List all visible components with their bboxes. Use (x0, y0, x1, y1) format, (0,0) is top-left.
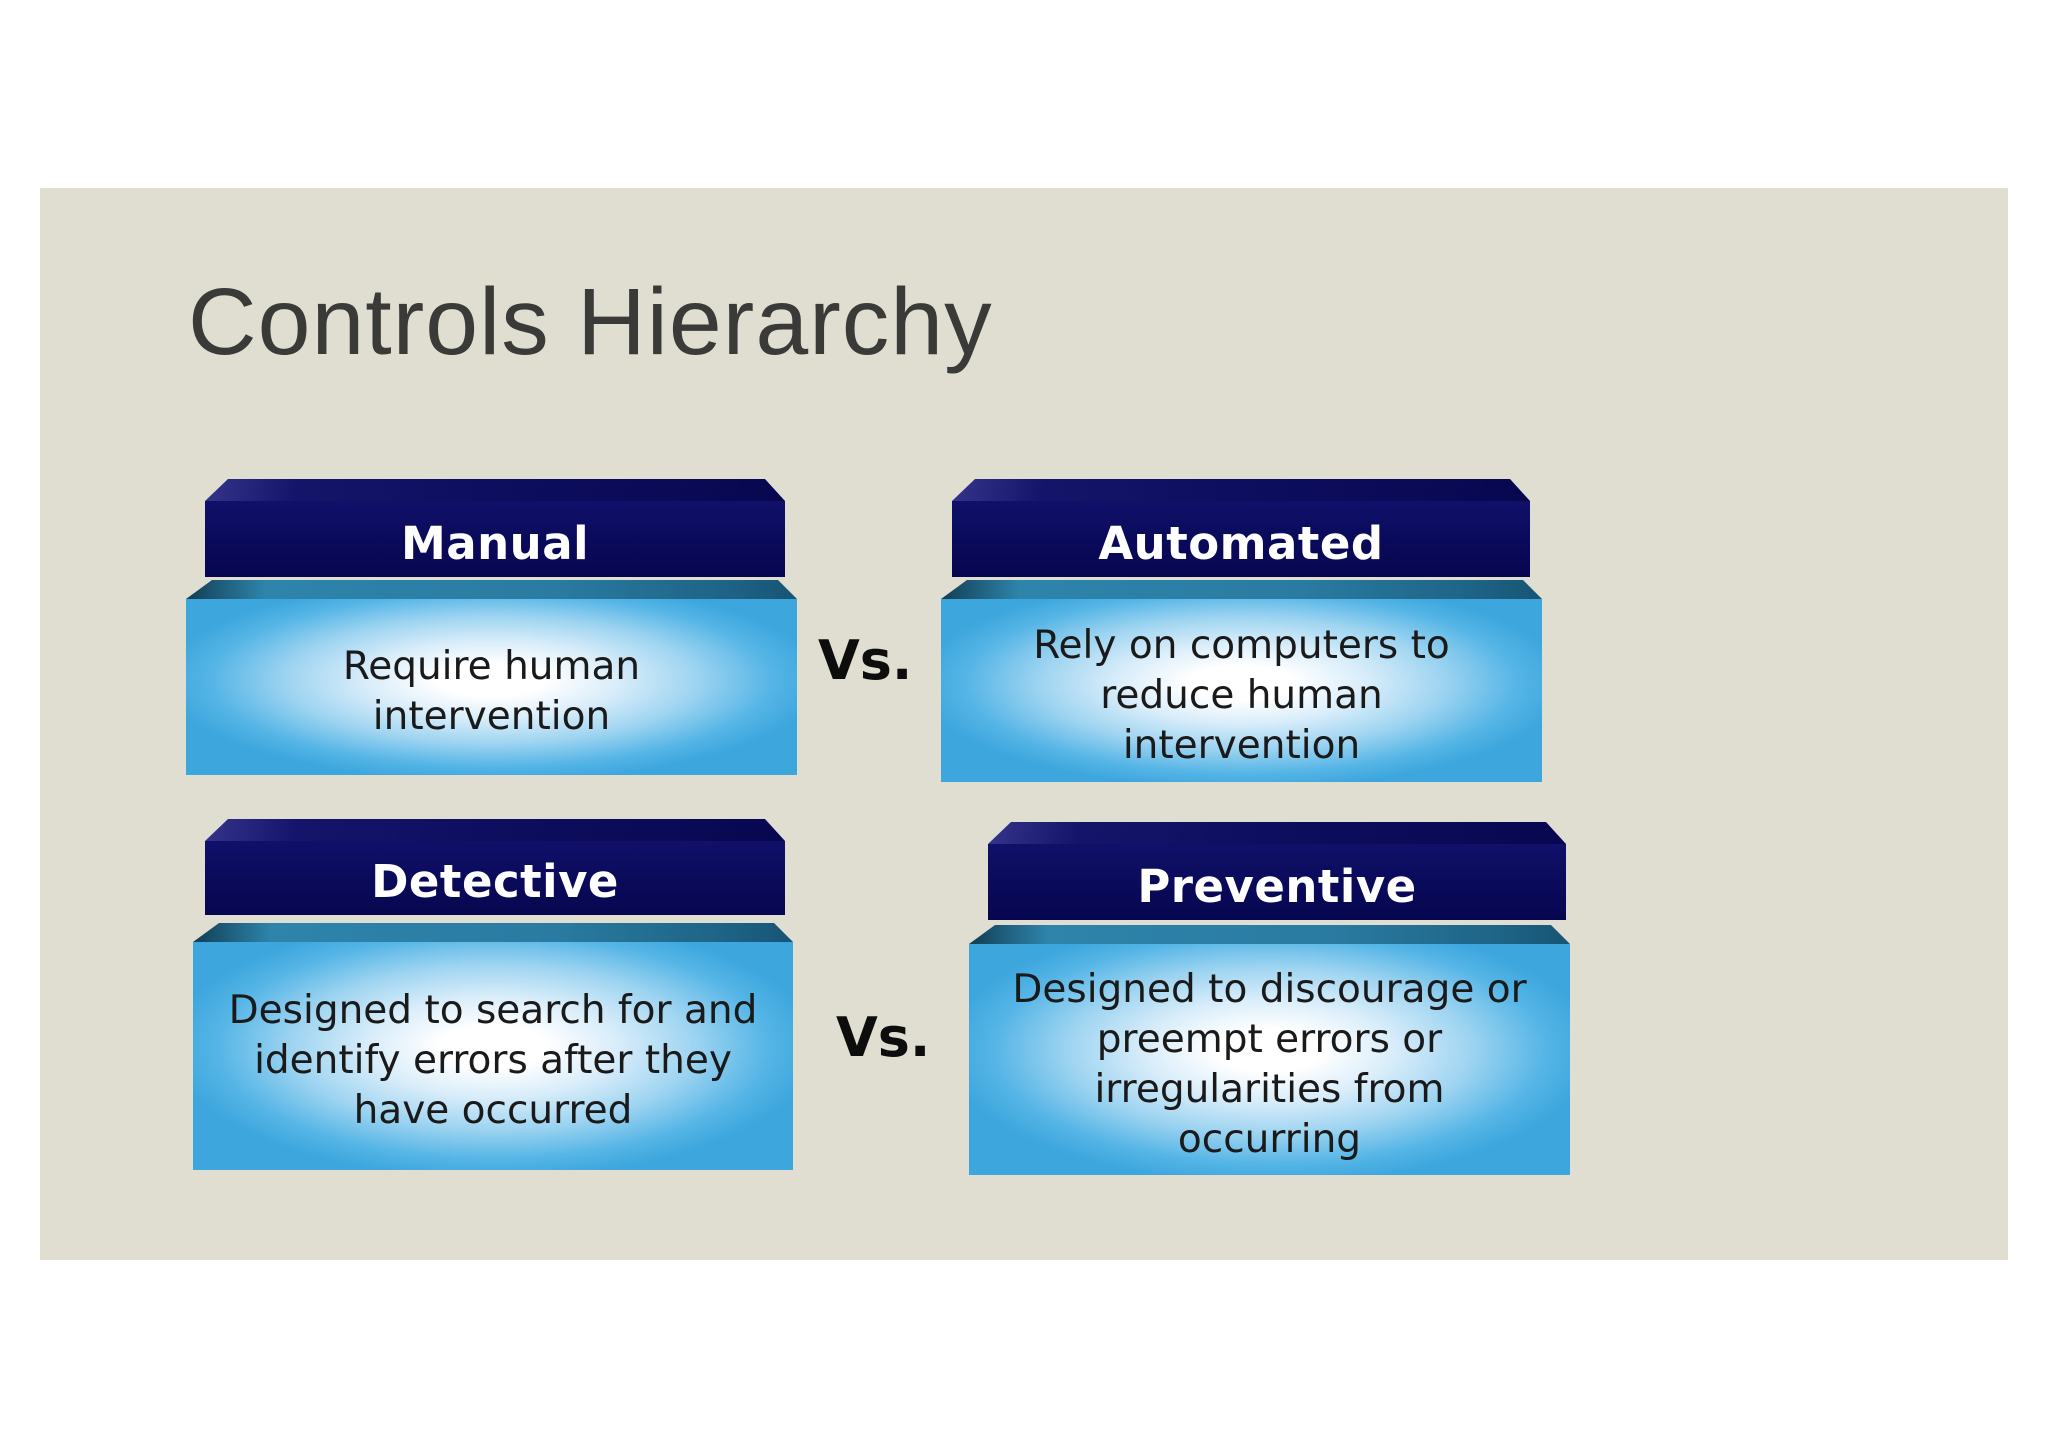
detective-header-top-bevel (205, 819, 785, 841)
automated-body-front: Rely on computers to reduce human interv… (941, 599, 1542, 782)
manual-header-label: Manual (400, 517, 589, 570)
slide-title: Controls Hierarchy (188, 269, 993, 375)
detective-body-box: Designed to search for and identify erro… (193, 923, 793, 1170)
preventive-header-label: Preventive (1137, 860, 1417, 913)
vs-label-row2: Vs. (836, 1006, 931, 1069)
preventive-header-box: Preventive (988, 822, 1566, 920)
manual-header-top-bevel (205, 479, 785, 501)
detective-body-front: Designed to search for and identify erro… (193, 942, 793, 1170)
automated-body-box: Rely on computers to reduce human interv… (941, 580, 1542, 782)
automated-header-top-bevel (952, 479, 1530, 501)
preventive-header-top-bevel (988, 822, 1566, 844)
manual-body-box: Require human intervention (186, 580, 797, 775)
vs-label-row1: Vs. (818, 629, 913, 692)
automated-header-box: Automated (952, 479, 1530, 577)
automated-header-label: Automated (1098, 517, 1384, 570)
manual-body-top-bevel (186, 580, 797, 599)
manual-body-front: Require human intervention (186, 599, 797, 775)
manual-header-front: Manual (205, 501, 785, 577)
manual-body-text: Require human intervention (342, 644, 641, 739)
preventive-body-top-bevel (969, 925, 1570, 944)
detective-header-front: Detective (205, 841, 785, 915)
automated-header-front: Automated (952, 501, 1530, 577)
manual-header-box: Manual (205, 479, 785, 577)
detective-body-top-bevel (193, 923, 793, 942)
detective-body-text: Designed to search for and identify erro… (228, 988, 758, 1133)
automated-body-top-bevel (941, 580, 1542, 599)
preventive-header-front: Preventive (988, 844, 1566, 920)
detective-header-box: Detective (205, 819, 785, 915)
detective-header-label: Detective (371, 855, 619, 908)
preventive-body-text: Designed to discourage or preempt errors… (1012, 966, 1527, 1162)
preventive-body-front: Designed to discourage or preempt errors… (969, 944, 1570, 1175)
automated-body-text: Rely on computers to reduce human interv… (1033, 622, 1450, 768)
preventive-body-box: Designed to discourage or preempt errors… (969, 925, 1570, 1175)
